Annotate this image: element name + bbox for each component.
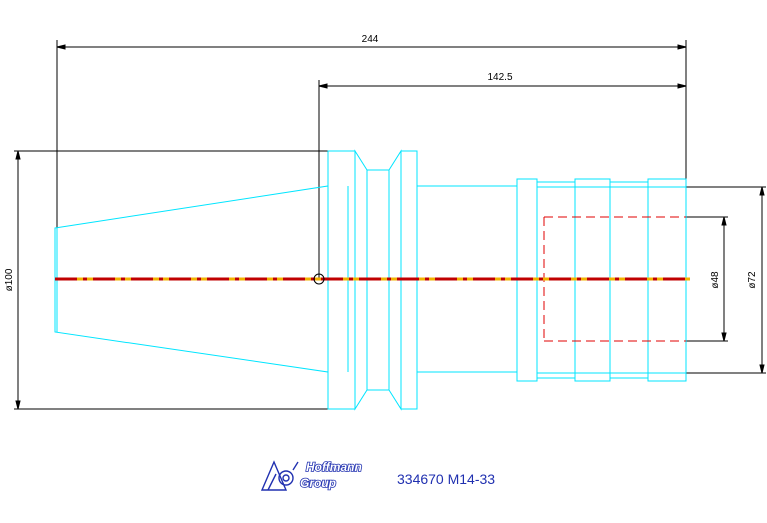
dimension-main-diameter-label: ø100 [4, 268, 15, 291]
center-mark-icon [313, 273, 325, 285]
dimension-bore-diameter [686, 216, 728, 342]
dimension-partial-length [318, 80, 687, 280]
logo-line-1: Hoffmann [306, 460, 362, 474]
part-number: 334670 M14-33 [397, 471, 495, 487]
dimension-partial-length-label: 142.5 [487, 72, 512, 83]
hoffmann-logo-icon [260, 460, 299, 491]
hoffmann-logo: Hoffmann Group [260, 459, 363, 491]
dimension-overall-length [56, 40, 687, 228]
logo-line-2: Group [300, 476, 336, 490]
dimension-bore-diameter-label: ø48 [710, 271, 721, 289]
center-line [55, 273, 690, 285]
dimension-main-diameter [14, 150, 328, 410]
dimension-shank-diameter [686, 186, 766, 374]
dimension-shank-diameter-label: ø72 [747, 271, 758, 289]
dimension-overall-length-label: 244 [362, 34, 379, 45]
